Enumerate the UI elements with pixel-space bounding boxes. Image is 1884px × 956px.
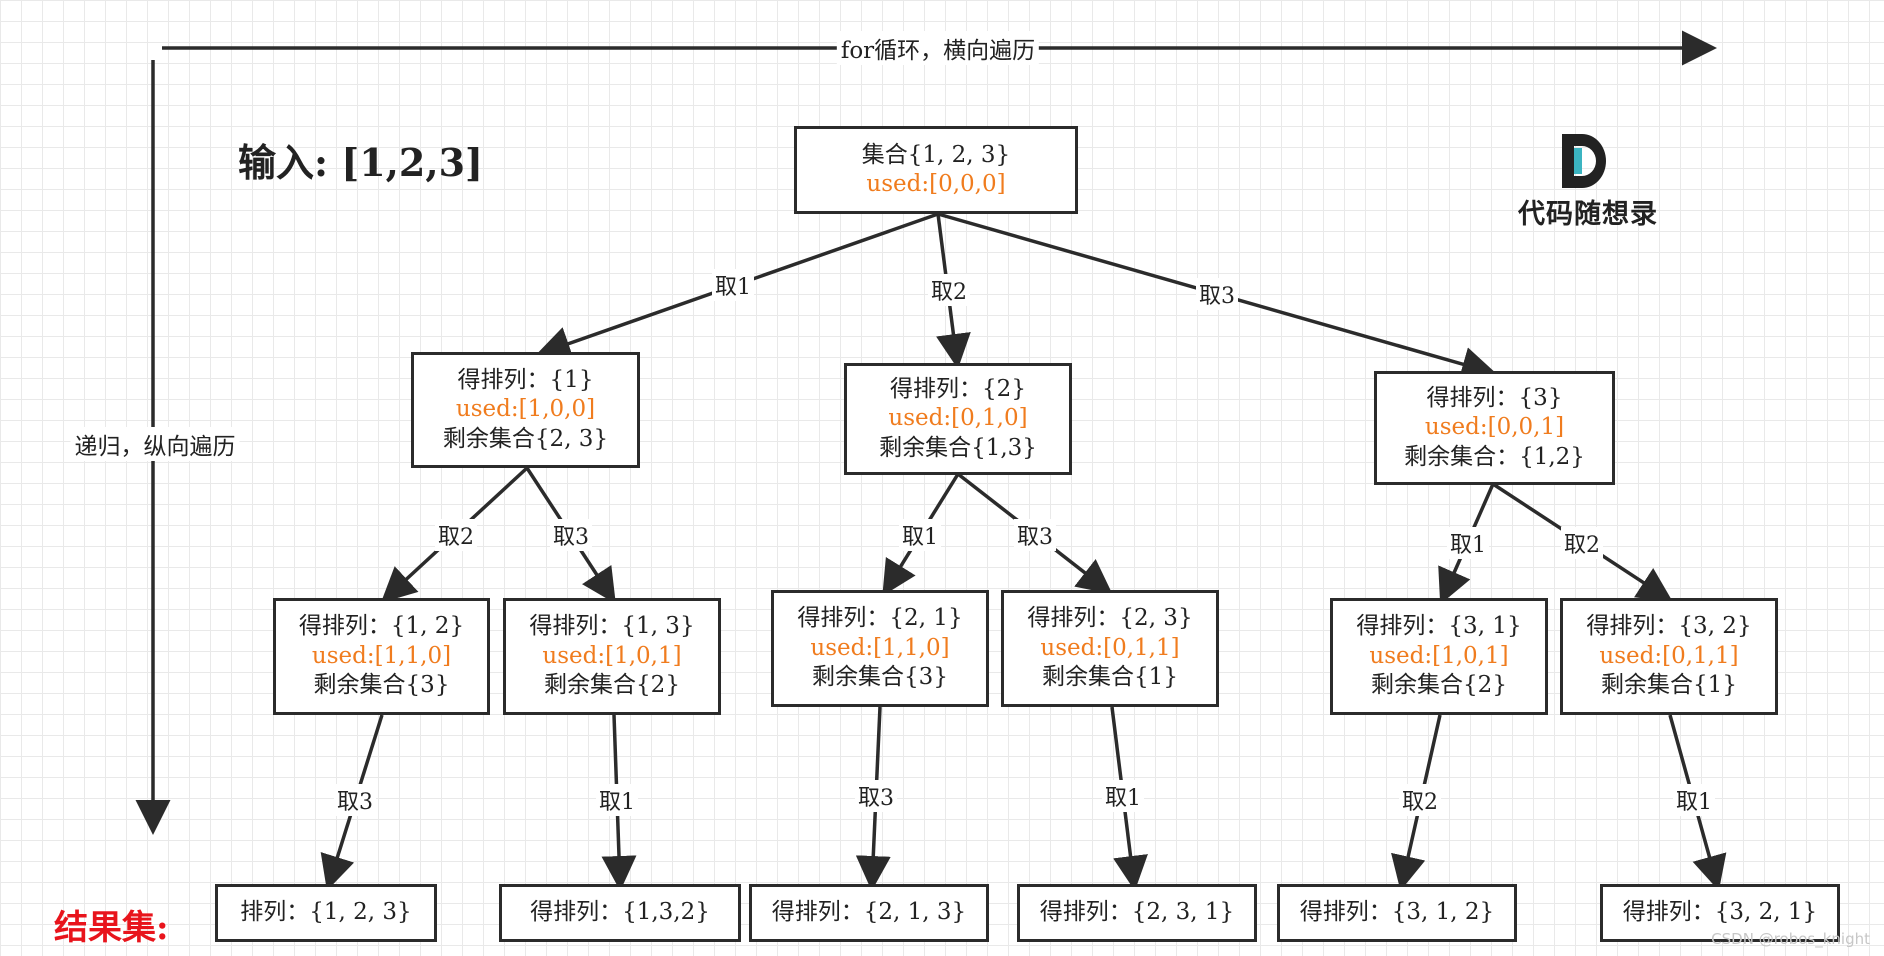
node-used-text: used:[1,1,0] — [311, 642, 452, 669]
node-remaining-text: 剩余集合{2} — [1371, 672, 1507, 699]
result-permutation-1-3-2: 得排列：{1,3,2} — [499, 884, 741, 942]
tree-node-take-2: 得排列：{2} used:[0,1,0] 剩余集合{1,3} — [844, 363, 1072, 475]
edge-label-take-1: 取1 — [899, 519, 941, 551]
result-permutation-1-2-3: 排列：{1, 2, 3} — [215, 884, 437, 942]
edge-label-take-3: 取3 — [855, 780, 897, 812]
result-text: 得排列：{2, 3, 1} — [1039, 899, 1235, 926]
node-used-text: used:[0,1,1] — [1040, 634, 1180, 661]
result-permutation-3-2-1: 得排列：{3, 2, 1} — [1600, 884, 1840, 942]
node-remaining-text: 剩余集合{1,3} — [879, 434, 1037, 461]
node-remaining-text: 剩余集合{1} — [1601, 672, 1737, 699]
edge-label-take-3: 取3 — [1196, 278, 1238, 310]
edge-label-take-1: 取1 — [1102, 780, 1144, 812]
edge-label-take-2: 取2 — [928, 274, 970, 306]
tree-node-3-2: 得排列：{3, 2} used:[0,1,1] 剩余集合{1} — [1560, 598, 1778, 715]
node-remaining-text: 剩余集合：{1,2} — [1404, 443, 1585, 470]
result-text: 得排列：{1,3,2} — [530, 899, 710, 926]
node-perm-text: 得排列：{2, 3} — [1027, 605, 1193, 632]
logo-text: 代码随想录 — [1518, 199, 1658, 230]
node-remaining-text: 剩余集合{1} — [1042, 664, 1178, 691]
result-text: 排列：{1, 2, 3} — [240, 899, 412, 926]
result-text: 得排列：{3, 1, 2} — [1299, 899, 1495, 926]
node-set-text: 集合{1, 2, 3} — [861, 141, 1011, 168]
node-perm-text: 得排列：{2, 1} — [797, 605, 963, 632]
edge-label-take-3: 取3 — [1014, 519, 1056, 551]
edge-label-take-2: 取2 — [1399, 784, 1441, 816]
tree-node-take-1: 得排列：{1} used:[1,0,0] 剩余集合{2, 3} — [411, 352, 640, 468]
result-permutation-2-3-1: 得排列：{2, 3, 1} — [1017, 884, 1257, 942]
edge-label-take-1: 取1 — [596, 784, 638, 816]
node-perm-text: 得排列：{2} — [890, 375, 1026, 402]
edge-label-take-1: 取1 — [712, 269, 754, 301]
watermark: CSDN @robos_knight — [1711, 930, 1870, 948]
node-perm-text: 得排列：{3, 2} — [1586, 613, 1752, 640]
result-permutation-3-1-2: 得排列：{3, 1, 2} — [1277, 884, 1517, 942]
node-used-text: used:[0,0,0] — [866, 171, 1006, 197]
logo-d-icon — [1562, 134, 1606, 188]
node-used-text: used:[1,0,1] — [542, 642, 682, 669]
node-used-text: used:[0,0,1] — [1424, 414, 1565, 441]
result-set-label: 结果集: — [54, 908, 169, 948]
vertical-axis-label: 递归，纵向遍历 — [70, 427, 240, 461]
node-remaining-text: 剩余集合{2} — [544, 672, 680, 699]
input-label: 输入: [1,2,3] — [238, 140, 483, 185]
logo: 代码随想录 — [1502, 134, 1674, 234]
node-perm-text: 得排列：{3, 1} — [1356, 613, 1522, 640]
node-used-text: used:[0,1,0] — [888, 405, 1028, 432]
edge-label-take-2: 取2 — [435, 519, 477, 551]
tree-node-1-2: 得排列：{1, 2} used:[1,1,0] 剩余集合{3} — [273, 598, 490, 715]
node-used-text: used:[1,0,0] — [455, 396, 596, 423]
result-permutation-2-1-3: 得排列：{2, 1, 3} — [749, 884, 989, 942]
edge-label-take-3: 取3 — [550, 519, 592, 551]
node-remaining-text: 剩余集合{2, 3} — [442, 425, 609, 452]
edge-label-take-3: 取3 — [334, 784, 376, 816]
tree-node-3-1: 得排列：{3, 1} used:[1,0,1] 剩余集合{2} — [1330, 598, 1548, 715]
edge-label-take-1: 取1 — [1673, 784, 1715, 816]
result-text: 得排列：{3, 2, 1} — [1622, 899, 1818, 926]
horizontal-axis-label: for循环，横向遍历 — [836, 31, 1040, 65]
node-used-text: used:[0,1,1] — [1599, 642, 1739, 669]
node-remaining-text: 剩余集合{3} — [812, 664, 948, 691]
tree-node-1-3: 得排列：{1, 3} used:[1,0,1] 剩余集合{2} — [503, 598, 721, 715]
node-used-text: used:[1,1,0] — [810, 634, 950, 661]
node-perm-text: 得排列：{1} — [457, 366, 594, 393]
node-perm-text: 得排列：{1, 2} — [298, 613, 465, 640]
edge-label-take-2: 取2 — [1561, 527, 1603, 559]
tree-node-take-3: 得排列：{3} used:[0,0,1] 剩余集合：{1,2} — [1374, 371, 1615, 485]
node-remaining-text: 剩余集合{3} — [313, 672, 450, 699]
tree-node-2-1: 得排列：{2, 1} used:[1,1,0] 剩余集合{3} — [771, 590, 989, 707]
tree-node-root: 集合{1, 2, 3} used:[0,0,0] — [794, 126, 1078, 214]
result-text: 得排列：{2, 1, 3} — [771, 899, 967, 926]
node-used-text: used:[1,0,1] — [1369, 642, 1509, 669]
tree-node-2-3: 得排列：{2, 3} used:[0,1,1] 剩余集合{1} — [1001, 590, 1219, 707]
node-perm-text: 得排列：{1, 3} — [529, 613, 695, 640]
edge-label-take-1: 取1 — [1447, 527, 1489, 559]
node-perm-text: 得排列：{3} — [1426, 384, 1563, 411]
